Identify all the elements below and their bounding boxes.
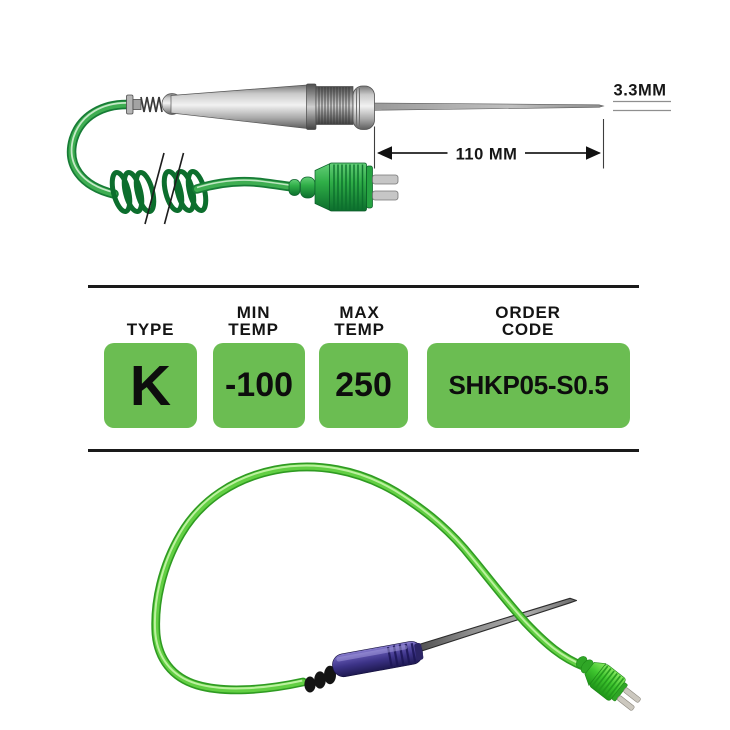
cell-type: K	[104, 343, 197, 428]
header-line: MAX	[339, 303, 380, 322]
product-photo	[151, 462, 641, 711]
header-line: MIN	[236, 303, 271, 322]
arrow-right-icon	[586, 146, 601, 160]
header-line: TEMP	[228, 319, 279, 339]
photo-plug-ribs	[591, 665, 625, 700]
cell-min-temp: -100	[213, 343, 305, 428]
min-temp-value: -100	[224, 366, 294, 404]
col-header-order-code: ORDER CODE	[468, 304, 588, 338]
photo-mini-plug	[576, 656, 641, 711]
cell-max-temp: 250	[319, 343, 408, 428]
plug-ribs	[333, 164, 364, 210]
plug-pin	[372, 174, 399, 185]
dimension-tip-diameter: 3.3MM	[613, 82, 671, 112]
max-temp-value: 250	[335, 366, 392, 404]
table-rule-top	[88, 285, 639, 288]
photo-handle	[332, 641, 424, 678]
table-rule-bottom	[88, 449, 639, 452]
arrow-left-icon	[377, 146, 392, 160]
header-line: ORDER	[495, 303, 561, 322]
order-code-value: SHKP05-S0.5	[448, 370, 609, 400]
plug-pin	[372, 190, 399, 201]
photo-strain-relief	[304, 665, 336, 693]
probe-needle	[374, 102, 605, 111]
type-value: K	[129, 353, 172, 418]
dimension-needle-length: 110 MM	[373, 119, 605, 169]
col-header-type: TYPE	[93, 304, 208, 338]
coiled-lead-section	[109, 169, 209, 214]
photo-plug-pin	[617, 695, 635, 711]
diagram-cable-to-plug	[192, 176, 298, 194]
handle-strain-relief	[126, 94, 163, 115]
diagram-mini-plug	[288, 162, 399, 212]
tip-diameter-label: 3.3MM	[614, 82, 667, 100]
cell-order-code: SHKP05-S0.5	[427, 343, 630, 428]
needle-length-label: 110 MM	[456, 146, 518, 164]
diagram-cable	[66, 99, 133, 199]
handle-grip-ribs	[318, 87, 350, 124]
cable-break-marks	[144, 152, 185, 225]
photo-cable	[151, 462, 589, 695]
header-line: CODE	[501, 319, 555, 339]
photo-plug-pin	[623, 687, 641, 703]
col-header-max-temp: MAX TEMP	[302, 304, 417, 338]
col-header-min-temp: MIN TEMP	[196, 304, 311, 338]
probe-diagram: 3.3MM 110 MM	[66, 82, 671, 225]
probe-handle	[161, 83, 375, 130]
header-line: TYPE	[126, 319, 175, 339]
header-line: TEMP	[334, 319, 385, 339]
